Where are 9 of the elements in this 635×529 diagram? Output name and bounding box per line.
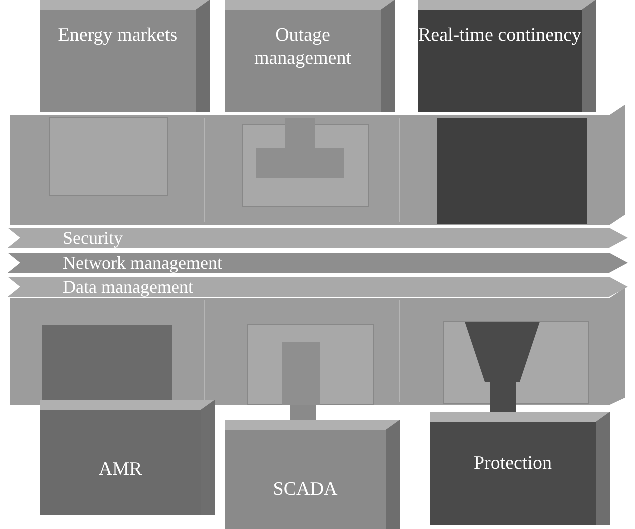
layer-band: Data management (8, 277, 628, 297)
module-block: Protection (430, 412, 610, 525)
layer-band: Security (8, 228, 628, 248)
module-block: Real-time continency (418, 0, 596, 112)
module-block: Outage management (225, 0, 395, 112)
layer-band: Network management (8, 253, 628, 273)
module-block: Energy markets (40, 0, 210, 112)
module-block: SCADA (225, 420, 400, 529)
module-block: AMR (40, 400, 215, 515)
